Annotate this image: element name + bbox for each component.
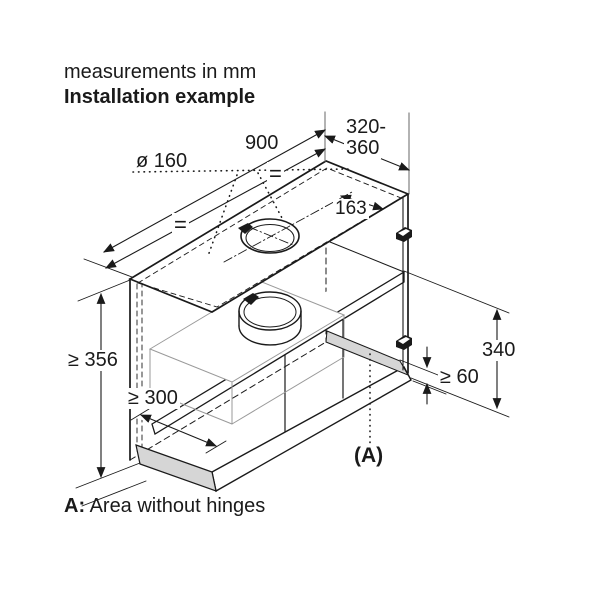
label-depth-320: 320- <box>344 116 389 138</box>
gray-area-right <box>325 330 410 377</box>
dimension-linework <box>75 111 510 507</box>
dotted-leaders <box>132 168 371 444</box>
dim-center-line <box>105 148 326 269</box>
legend-area-without-hinges: A: Area without hinges <box>64 496 265 517</box>
label-depth-360: 360 <box>344 137 382 159</box>
label-height-340: 340 <box>480 339 518 361</box>
collar-clamp-mark <box>243 293 259 305</box>
equal-mark-right: = <box>267 161 284 186</box>
bottom-back-hidden-edge <box>129 341 327 461</box>
label-min-clearance-60: ≥ 60 <box>438 366 481 388</box>
equal-mark-left: = <box>172 212 189 237</box>
label-hole-offset-163: 163 <box>333 198 369 219</box>
gray-area-bottom-left <box>135 444 217 492</box>
leader-to-collar <box>207 174 238 257</box>
label-area-A: (A) <box>352 444 386 468</box>
bottom-front-face <box>211 366 412 493</box>
label-width-900: 900 <box>245 132 279 154</box>
shelf-right-edge <box>329 241 405 273</box>
legend-key: A: <box>64 495 86 517</box>
cabinet-carcass <box>125 160 412 493</box>
label-duct-diameter: ø 160 <box>136 150 188 172</box>
dimension-lines <box>96 129 502 479</box>
hinge-icon-top <box>396 227 412 242</box>
header-measurements: measurements in mm <box>64 61 257 83</box>
dim-300-line <box>139 414 218 447</box>
legend-text: Area without hinges <box>85 495 266 517</box>
hinge-icon-bottom <box>396 335 412 350</box>
header-installation-example: Installation example <box>64 86 256 108</box>
label-min-height-356: ≥ 356 <box>66 349 120 371</box>
duct-collar <box>238 291 302 346</box>
label-min-shelf-depth-300: ≥ 300 <box>126 387 180 409</box>
